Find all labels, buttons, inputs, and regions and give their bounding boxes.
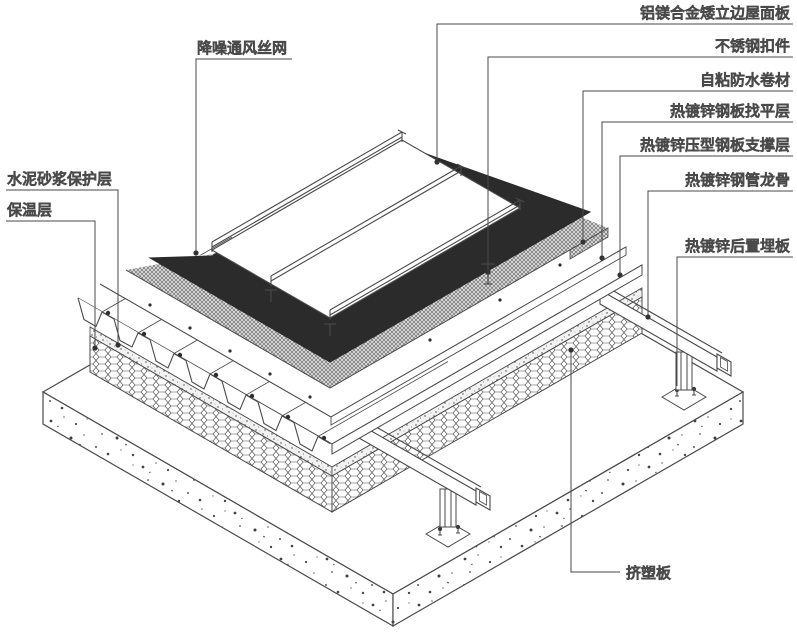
label-xps-text: 挤塑板	[626, 564, 671, 582]
label-insulation-text: 保温层	[7, 202, 52, 219]
keel-tube-lower	[351, 415, 491, 511]
label-roof-panel-text: 铝镁合金矮立边屋面板	[640, 4, 790, 22]
label-leveling: 热镀锌钢板找平层	[599, 102, 793, 261]
label-keel-text: 热镀锌钢管龙骨	[685, 172, 790, 189]
label-ss-clip-text: 不锈钢扣件	[715, 38, 790, 55]
keel-tube-upper	[599, 285, 732, 377]
label-mortar: 水泥砂浆保护层	[6, 170, 121, 348]
label-embed-plate-text: 热镀锌后置埋板	[685, 237, 790, 255]
label-ss-clip: 不锈钢扣件	[485, 38, 793, 275]
leveling-fastener-dots	[148, 263, 562, 399]
embed-plate-upper	[661, 383, 707, 411]
label-embed-plate: 热镀锌后置埋板	[676, 237, 793, 386]
label-insulation: 保温层	[6, 202, 98, 351]
label-vent-mesh: 降噪通风丝网	[193, 40, 292, 256]
slab-face-right	[392, 390, 744, 628]
label-waterproof: 自粘防水卷材	[580, 72, 793, 245]
label-leveling-text: 热镀锌钢板找平层	[670, 102, 790, 120]
label-deck-text: 热镀锌压型钢板支撑层	[640, 136, 790, 154]
label-xps: 挤塑板	[568, 347, 672, 583]
support-post-upper	[675, 351, 693, 391]
label-waterproof-text: 自粘防水卷材	[700, 72, 790, 89]
support-post-lower	[439, 488, 457, 528]
label-keel: 热镀锌钢管龙骨	[645, 172, 793, 320]
seam-clip-a	[265, 289, 277, 302]
seam-rail-2	[270, 163, 466, 286]
seam-rail-1	[211, 129, 407, 252]
label-deck: 热镀锌压型钢板支撑层	[617, 136, 793, 278]
seam-clip-b	[324, 323, 336, 336]
label-vent-mesh-text: 降噪通风丝网	[197, 40, 287, 57]
label-mortar-text: 水泥砂浆保护层	[7, 170, 112, 188]
deck-fastener-dots	[105, 310, 327, 441]
label-roof-panel: 铝镁合金矮立边屋面板	[434, 4, 793, 165]
